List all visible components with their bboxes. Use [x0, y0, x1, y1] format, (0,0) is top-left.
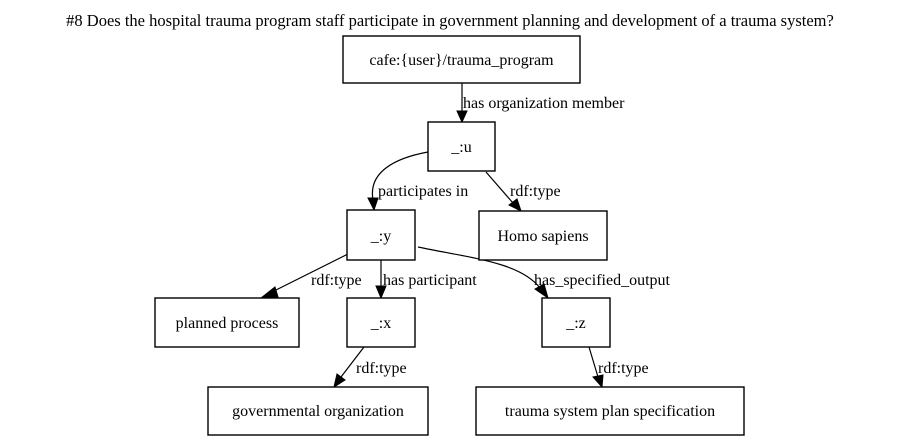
- node-label-trauma-program: cafe:{user}/trauma_program: [369, 52, 554, 69]
- node-y: _:y: [346, 209, 416, 261]
- edge-has-specified-output: has_specified_output: [417, 246, 671, 300]
- node-label-homo-sapiens: Homo sapiens: [497, 228, 588, 245]
- node-planned-process: planned process: [154, 297, 300, 348]
- arrowhead-u-rdf-type: [508, 198, 522, 212]
- node-z: _:z: [541, 297, 611, 348]
- arrowhead-has-specified-output: [534, 283, 549, 300]
- node-governmental-organization: governmental organization: [207, 386, 429, 436]
- edge-label-participates-in: participates in: [378, 183, 468, 200]
- edge-label-z-rdf-type: rdf:type: [598, 360, 649, 377]
- node-label-x: _:x: [370, 315, 391, 332]
- edge-has-participant: has participant: [375, 260, 477, 300]
- edge-x-rdf-type: rdf:type: [333, 346, 407, 389]
- node-label-trauma-system-plan: trauma system plan specification: [505, 403, 715, 420]
- edge-label-x-rdf-type: rdf:type: [356, 360, 407, 377]
- edge-u-rdf-type: rdf:type: [485, 171, 561, 212]
- node-label-planned-process: planned process: [176, 315, 279, 332]
- edge-label-u-rdf-type: rdf:type: [510, 183, 561, 200]
- arrowhead-y-rdf-type: [259, 286, 279, 299]
- edge-z-rdf-type: rdf:type: [588, 346, 649, 389]
- edge-label-has-participant: has participant: [383, 272, 477, 289]
- diagram-title: #8 Does the hospital trauma program staf…: [66, 11, 834, 30]
- edge-has-organization-member: has organization member: [456, 83, 625, 124]
- edge-y-rdf-type: rdf:type: [259, 253, 362, 299]
- node-homo-sapiens: Homo sapiens: [478, 210, 608, 261]
- arrowhead-has-organization-member: [456, 110, 468, 124]
- arrowhead-z-rdf-type: [592, 374, 604, 389]
- edge-label-has-specified-output: has_specified_output: [534, 272, 671, 289]
- edge-label-y-rdf-type: rdf:type: [311, 272, 362, 289]
- node-trauma-system-plan: trauma system plan specification: [475, 386, 745, 436]
- node-x: _:x: [346, 297, 416, 348]
- edge-participates-in: participates in: [367, 151, 468, 212]
- arrowhead-has-participant: [375, 285, 387, 300]
- node-label-u: _:u: [450, 139, 471, 156]
- node-u: _:u: [427, 121, 496, 172]
- node-label-y: _:y: [370, 228, 391, 245]
- arrowhead-participates-in: [367, 197, 379, 212]
- edge-label-has-organization-member: has organization member: [463, 95, 625, 112]
- arrowhead-x-rdf-type: [333, 373, 346, 389]
- node-label-z: _:z: [565, 315, 586, 332]
- node-trauma-program: cafe:{user}/trauma_program: [342, 35, 581, 84]
- node-label-governmental-organization: governmental organization: [232, 403, 404, 420]
